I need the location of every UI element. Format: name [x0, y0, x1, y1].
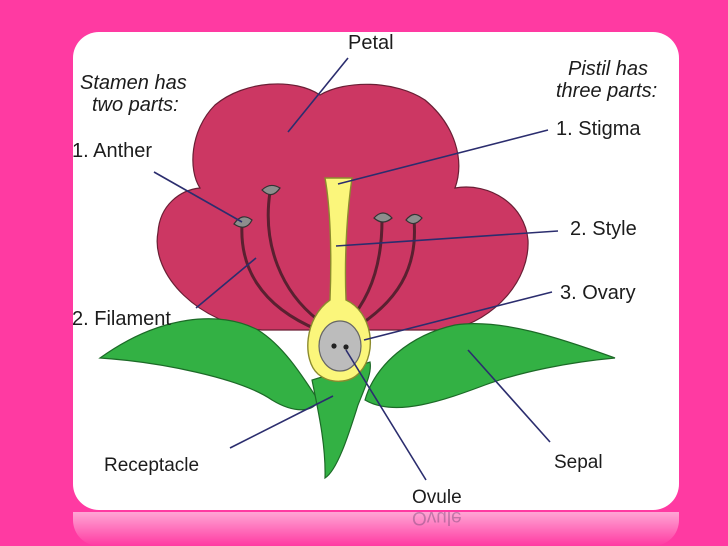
leader-receptacle [229, 395, 334, 449]
right-sepal [364, 322, 616, 409]
leader-sepal [467, 349, 551, 443]
leader-anther [153, 171, 243, 223]
label-sepal: Sepal [554, 452, 603, 473]
left-sepal [98, 318, 319, 411]
ovule-dot-1 [331, 343, 337, 349]
stamen-heading-line2: two parts: [92, 94, 179, 116]
leader-filament [195, 257, 257, 309]
label-ovule-reflection: Ovule [412, 507, 462, 528]
leader-lines [153, 57, 559, 481]
label-ovary: 3. Ovary [560, 282, 636, 304]
label-receptacle: Receptacle [104, 455, 200, 476]
card-reflection [73, 512, 679, 546]
anthers [233, 184, 423, 228]
leader-petal [287, 57, 349, 133]
pistil-heading-line2: three parts: [556, 80, 658, 102]
ovule-dot-2 [343, 344, 349, 350]
label-stigma: 1. Stigma [556, 118, 641, 140]
label-style: 2. Style [570, 218, 637, 240]
leader-ovary [363, 291, 553, 341]
stamen-heading-line1: Stamen has [80, 72, 187, 94]
receptacle-stem [311, 361, 371, 480]
label-filament: 2. Filament [72, 308, 171, 330]
leader-style [335, 230, 559, 247]
leader-ovule [345, 349, 427, 481]
label-anther: 1. Anther [72, 140, 153, 162]
pistil-heading-line1: Pistil has [568, 58, 649, 80]
leader-stigma [337, 129, 549, 185]
label-ovule: Ovule [412, 487, 462, 508]
label-petal: Petal [348, 32, 394, 54]
